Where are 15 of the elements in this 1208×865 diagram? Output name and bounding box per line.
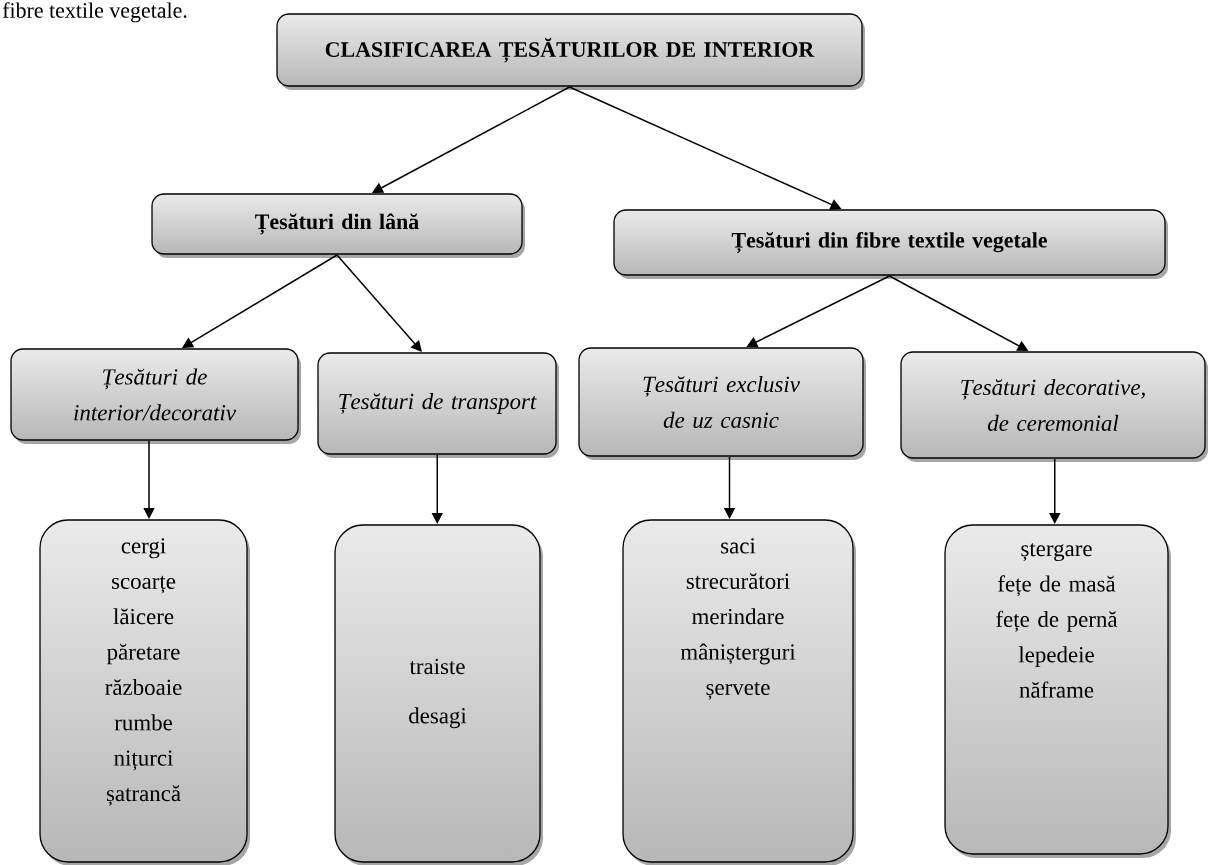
arrow	[336, 254, 422, 352]
caption-text: fibre textile vegetale.	[2, 2, 187, 23]
subcategory-box: Țesături decorative, de ceremonial	[900, 351, 1208, 462]
category-box: Țesături din lână	[151, 193, 525, 258]
item-list-box: saci strecurători merindare mânișterguri șervete	[622, 519, 856, 865]
subcategory-box: Țesături de transport	[317, 352, 559, 458]
arrow	[1049, 458, 1061, 524]
subcategory-box: Țesături exclusiv de uz casnic	[578, 347, 866, 460]
item-list-box: traiste desagi	[334, 524, 543, 865]
subcategory-box: Țesături de interior/decorativ	[10, 348, 301, 444]
category-box: Țesături din fibre textile vegetale	[613, 209, 1168, 279]
item-list-box: cergi scoarțe lăicere păretare războaie rumbe nițurci șatrancă	[39, 519, 250, 865]
title-box: CLASIFICAREA ȚESĂTURILOR DE INTERIOR	[276, 13, 865, 90]
arrow	[143, 440, 155, 519]
item-list-box: ștergare fețe de masă fețe de pernă lepedeie năframe	[944, 524, 1171, 858]
